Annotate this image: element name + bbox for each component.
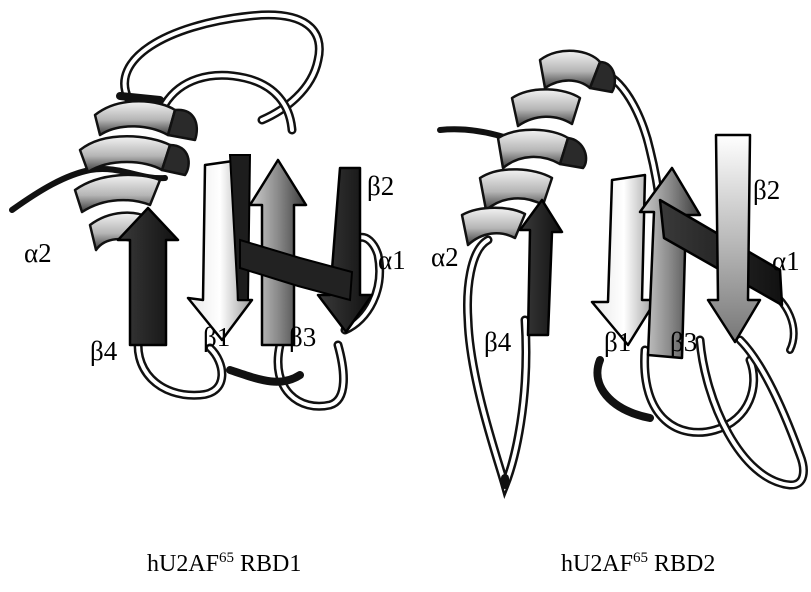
rbd1-caption-superscript: 65: [219, 550, 234, 566]
rbd2-caption: hU2AF65 RBD2: [561, 551, 715, 576]
rbd2-caption-superscript: 65: [633, 550, 648, 566]
rbd1-caption-domain: RBD1: [234, 551, 301, 577]
rbd1-label-b1: β1: [203, 324, 230, 351]
rbd1-caption-name: hU2AF: [147, 551, 219, 577]
rbd2-label-a2: α2: [431, 244, 459, 271]
rbd2-strand-b1: [592, 175, 656, 345]
rbd2-label-b1: β1: [604, 329, 631, 356]
rbd2-strand-b4: [520, 200, 562, 335]
rbd1-structure: [12, 15, 380, 406]
rbd1-label-a1: α1: [378, 247, 406, 274]
rbd1-label-b2: β2: [367, 173, 394, 200]
rbd2-caption-domain: RBD2: [648, 551, 715, 577]
rbd1-label-b4: β4: [90, 338, 117, 365]
rbd2-label-b4: β4: [484, 329, 511, 356]
rbd2-label-b2: β2: [753, 177, 780, 204]
rbd2-label-b3: β3: [670, 329, 697, 356]
rbd2-caption-name: hU2AF: [561, 551, 633, 577]
rbd2-label-a1: α1: [772, 248, 800, 275]
rbd2-structure: [440, 51, 803, 485]
rbd1-strand-b2: [318, 168, 372, 332]
rbd1-label-a2: α2: [24, 240, 52, 267]
rbd2-loop-hairpin: [468, 240, 526, 485]
rbd1-label-b3: β3: [289, 324, 316, 351]
rbd1-caption: hU2AF65 RBD1: [147, 551, 301, 576]
